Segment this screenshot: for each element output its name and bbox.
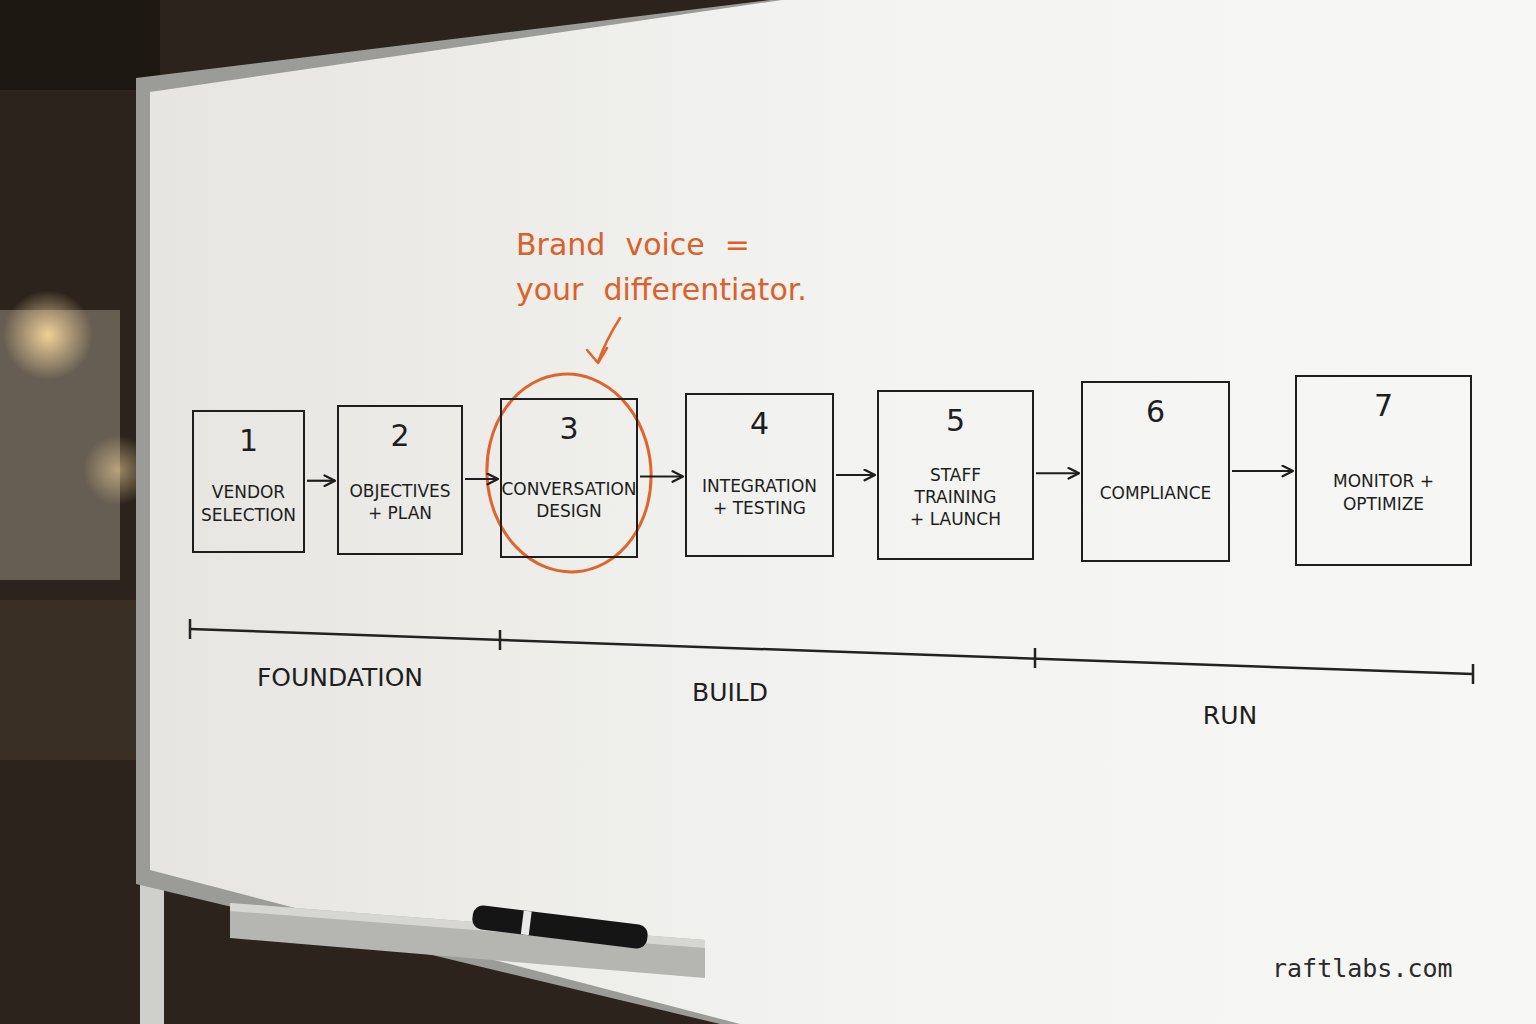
board-surface bbox=[150, 0, 1536, 1024]
flow-arrow bbox=[465, 478, 498, 480]
annotation-note: Brand voice = your differentiator. bbox=[516, 222, 824, 312]
marker-tray bbox=[230, 903, 705, 978]
step-number: 3 bbox=[559, 414, 578, 444]
process-box: 5STAFF TRAINING + LAUNCH bbox=[877, 390, 1034, 560]
watermark: raftlabs.com bbox=[1272, 954, 1453, 984]
marker-band bbox=[521, 910, 532, 935]
process-box: 7MONITOR + OPTIMIZE bbox=[1295, 375, 1472, 566]
phase-label: RUN bbox=[1203, 701, 1257, 731]
step-number: 2 bbox=[390, 421, 409, 451]
step-number: 4 bbox=[750, 409, 769, 439]
step-label: CONVERSATION DESIGN bbox=[500, 478, 638, 522]
step-number: 6 bbox=[1146, 397, 1165, 427]
flow-arrow bbox=[307, 480, 335, 482]
lamp-glow bbox=[3, 290, 93, 380]
flow-arrow bbox=[1036, 472, 1079, 474]
step-number: 7 bbox=[1374, 391, 1393, 421]
step-label: INTEGRATION + TESTING bbox=[697, 475, 822, 519]
phase-label: FOUNDATION bbox=[257, 663, 423, 693]
process-box: 1VENDOR SELECTION bbox=[192, 410, 305, 553]
marker-body bbox=[471, 904, 649, 949]
chair-shape bbox=[0, 600, 140, 760]
process-box: 2OBJECTIVES + PLAN bbox=[337, 405, 463, 555]
marker-pen bbox=[471, 904, 649, 949]
step-number: 5 bbox=[946, 406, 965, 436]
step-number: 1 bbox=[239, 426, 258, 456]
phase-label: BUILD bbox=[692, 678, 768, 708]
flow-arrow bbox=[640, 475, 683, 477]
callout-arrowhead bbox=[587, 348, 607, 363]
stand-leg bbox=[140, 875, 164, 1024]
step-label: OBJECTIVES + PLAN bbox=[345, 480, 455, 524]
step-label: MONITOR + OPTIMIZE bbox=[1324, 470, 1444, 514]
flow-arrow bbox=[836, 474, 875, 476]
step-label: VENDOR SELECTION bbox=[197, 481, 301, 525]
step-label: COMPLIANCE bbox=[1086, 482, 1226, 504]
flow-arrow bbox=[1232, 470, 1293, 472]
process-box: 6COMPLIANCE bbox=[1081, 381, 1230, 562]
process-box: 3CONVERSATION DESIGN bbox=[500, 398, 638, 558]
highlight-circle bbox=[480, 369, 657, 578]
step-label: STAFF TRAINING + LAUNCH bbox=[908, 464, 1004, 530]
process-box: 4INTEGRATION + TESTING bbox=[685, 393, 834, 557]
board-frame bbox=[136, 0, 1536, 1024]
ceiling-shadow bbox=[0, 0, 160, 90]
